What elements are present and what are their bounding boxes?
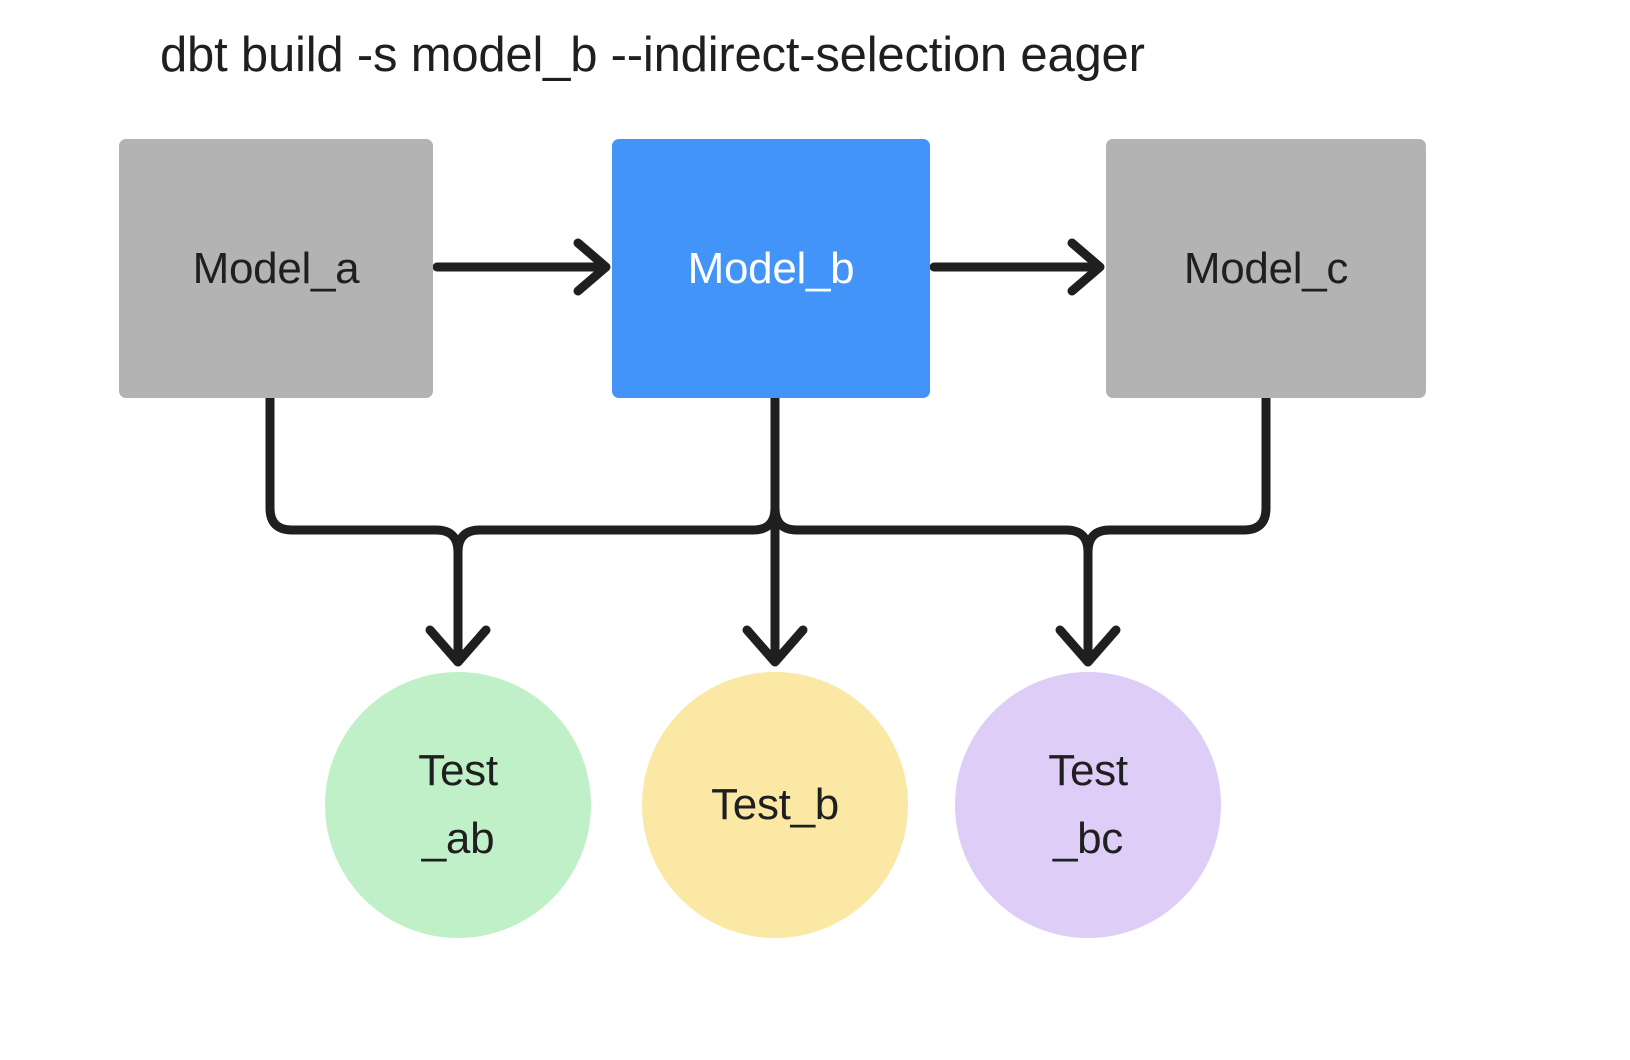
diagram-title: dbt build -s model_b --indirect-selectio… bbox=[160, 28, 1145, 82]
node-test-b[interactable]: Test_b bbox=[642, 672, 908, 938]
node-model-c-label: Model_c bbox=[1183, 243, 1349, 293]
node-test-bc-label-line2: _bc bbox=[1052, 814, 1124, 863]
edge-model-b-to-test-ab bbox=[453, 393, 780, 557]
arrowhead-model-c bbox=[1067, 238, 1105, 296]
arrowhead-model-b bbox=[573, 238, 611, 296]
node-model-c[interactable]: Model_c bbox=[1106, 139, 1426, 398]
node-test-bc-label-line1: Test bbox=[1048, 745, 1128, 795]
node-test-ab[interactable]: Test _ab bbox=[325, 672, 591, 938]
node-model-b[interactable]: Model_b bbox=[612, 139, 930, 398]
arrowhead-test-ab bbox=[425, 625, 491, 667]
node-model-a[interactable]: Model_a bbox=[119, 139, 433, 398]
edge-model-a-to-test-ab bbox=[265, 393, 463, 660]
node-model-b-label: Model_b bbox=[687, 243, 855, 293]
node-model-a-label: Model_a bbox=[192, 243, 360, 293]
arrowhead-test-b bbox=[742, 625, 808, 667]
node-test-bc[interactable]: Test _bc bbox=[955, 672, 1221, 938]
arrowhead-test-bc bbox=[1055, 625, 1121, 667]
edge-model-b-to-test-bc bbox=[770, 503, 1093, 660]
node-test-ab-label-line2: _ab bbox=[421, 814, 495, 863]
node-test-ab-label-line1: Test bbox=[418, 745, 498, 795]
node-test-b-label-line1: Test_b bbox=[711, 779, 839, 829]
edge-model-c-to-test-bc bbox=[1083, 393, 1271, 557]
